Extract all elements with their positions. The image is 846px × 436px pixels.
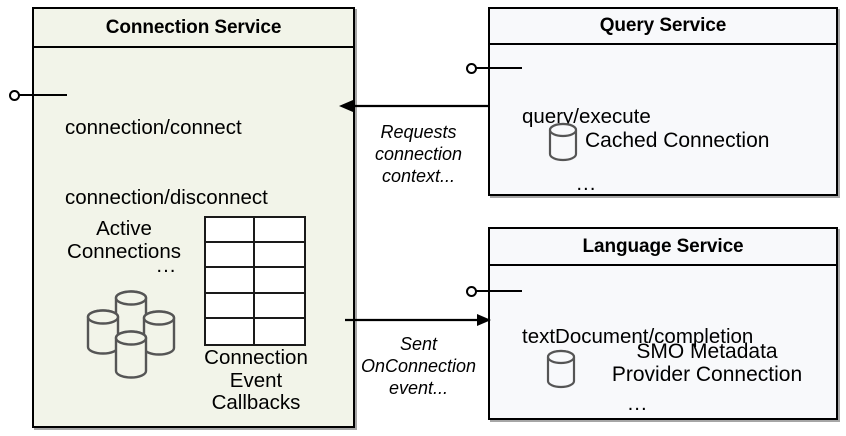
component-language-service[interactable]: Language Service textDocument/completion… (488, 227, 838, 420)
table-cell (255, 243, 304, 269)
smo-metadata-provider-connection-label: SMO Metadata Provider Connection (611, 340, 803, 387)
table-cell (206, 318, 255, 344)
component-query-service[interactable]: Query Service query/execute ... Cached C… (488, 7, 838, 196)
connection-event-callbacks-label: Connection Event Callbacks (204, 346, 308, 415)
table-cell (255, 218, 304, 244)
interface-ellipsis: ... (156, 253, 177, 277)
table-cell (255, 293, 304, 319)
query-service-body: query/execute ... Cached Connection (490, 45, 836, 195)
connection-service-title: Connection Service (105, 17, 282, 38)
language-service-lollipop-wire (476, 290, 522, 292)
edge-query-to-connection-arrow (339, 100, 489, 112)
active-connections-label: Active Connections (67, 217, 181, 263)
table-grid-icon (204, 216, 306, 346)
language-service-interface-list: textDocument/completion ... (522, 278, 753, 436)
edge-label-sent-onconnection-event: Sent OnConnection event... (360, 334, 477, 398)
query-service-lollipop-wire (476, 67, 522, 69)
cached-connection-label: Cached Connection (585, 129, 770, 152)
language-service-header: Language Service (490, 229, 836, 266)
interface-ellipsis: ... (627, 391, 648, 415)
connection-service-lollipop-wire (19, 94, 67, 96)
table-cell (206, 243, 255, 269)
interface-connection-connect[interactable]: connection/connect (65, 115, 242, 139)
interface-ellipsis: ... (576, 171, 597, 195)
query-service-interface-list: query/execute ... (522, 58, 651, 242)
edge-connection-to-language-arrow (345, 314, 491, 326)
query-service-title: Query Service (599, 15, 727, 36)
connection-service-header: Connection Service (34, 9, 353, 48)
table-cell (206, 218, 255, 244)
provider-connection-database-icon (545, 348, 577, 390)
language-service-title: Language Service (582, 236, 744, 257)
interface-textdocument-completion[interactable]: textDocument/completion (522, 324, 754, 348)
table-cell (206, 293, 255, 319)
language-service-body: textDocument/completion ... SMO Metadata… (490, 266, 836, 418)
interface-connection-disconnect[interactable]: connection/disconnect (65, 185, 268, 209)
connection-service-body: connection/connect connection/disconnect… (34, 48, 353, 426)
query-service-header: Query Service (490, 9, 836, 45)
connection-service-interface-list: connection/connect connection/disconnect… (65, 69, 268, 324)
table-cell (255, 268, 304, 294)
table-cell (206, 268, 255, 294)
table-cell (255, 318, 304, 344)
edge-label-requests-connection-context: Requests connection context... (374, 122, 463, 186)
database-cluster-icon (82, 286, 180, 384)
cached-connection-database-icon (547, 121, 579, 163)
component-connection-service[interactable]: Connection Service connection/connect co… (32, 7, 355, 428)
interface-query-execute[interactable]: query/execute (522, 104, 651, 128)
